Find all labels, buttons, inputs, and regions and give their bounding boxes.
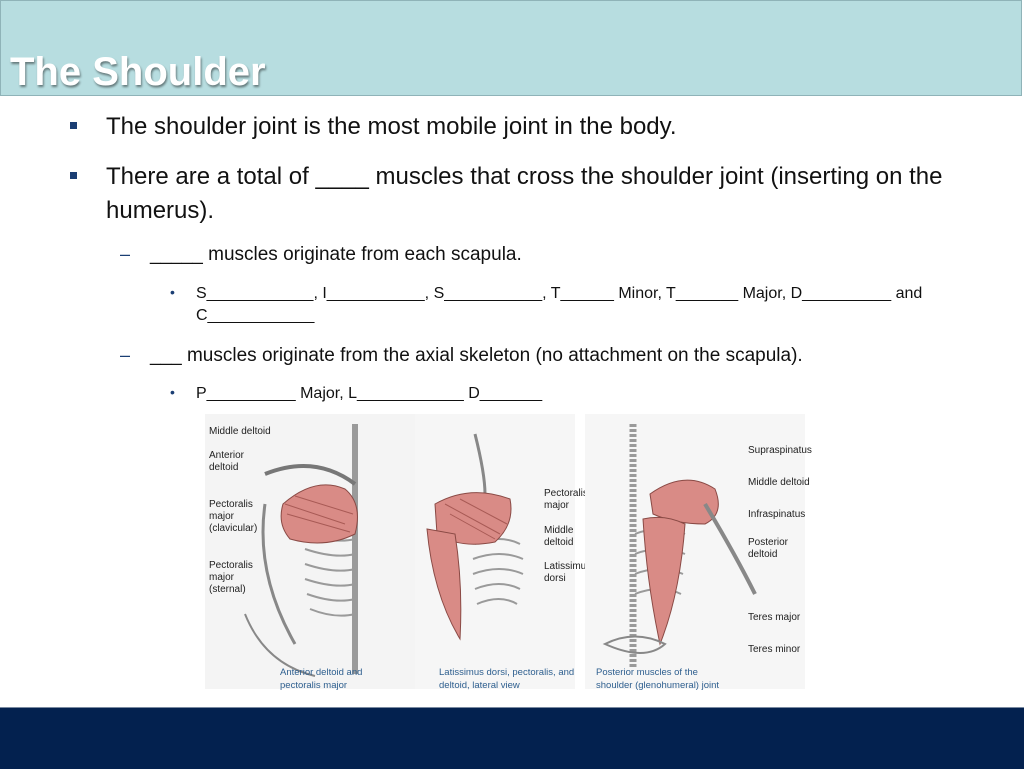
label-teres-minor: Teres minor xyxy=(748,644,801,655)
label-pectoralis-sternal: Pectoralis major (sternal) xyxy=(209,560,253,595)
label-teres-major: Teres major xyxy=(748,612,801,623)
sub-sub-bullet-text: P__________ Major, L____________ D______… xyxy=(196,385,543,402)
posterior-illustration xyxy=(585,414,805,689)
bullet-text: There are a total of ____ muscles that c… xyxy=(106,163,943,224)
figure-anterior xyxy=(205,414,415,689)
label-middle-deltoid-lateral: Middle deltoid xyxy=(544,525,574,548)
sub-sub-bullet-marker: • xyxy=(170,384,175,400)
label-supraspinatus: Supraspinatus xyxy=(748,445,812,456)
anterior-illustration xyxy=(205,414,415,689)
sub-sub-bullet-text: S____________, I___________, S__________… xyxy=(196,285,923,324)
sub-bullet-text: ___ muscles originate from the axial ske… xyxy=(150,345,803,366)
label-pectoralis-major: Pectoralis major xyxy=(544,488,588,511)
lateral-illustration xyxy=(415,414,575,689)
sub-sub-bullet-marker: • xyxy=(170,284,175,300)
label-posterior-deltoid: Posterior deltoid xyxy=(748,537,789,560)
caption-lateral: Latissimus dorsi, pectoralis, and deltoi… xyxy=(439,667,575,691)
label-pectoralis-clavicular: Pectoralis major (clavicular) xyxy=(209,499,258,534)
label-infraspinatus: Infraspinatus xyxy=(748,509,806,520)
caption-anterior: Anterior deltoid and pectoralis major xyxy=(280,667,363,691)
caption-posterior: Posterior muscles of the shoulder (gleno… xyxy=(596,667,720,691)
bullet-marker xyxy=(70,172,77,179)
bullet-text: The shoulder joint is the most mobile jo… xyxy=(106,113,677,140)
label-middle-deltoid: Middle deltoid xyxy=(209,426,271,437)
sub-bullet-marker: – xyxy=(120,345,131,365)
slide-title: The Shoulder xyxy=(10,50,266,94)
sub-bullet-marker: – xyxy=(120,244,131,264)
figure-posterior xyxy=(585,414,805,689)
title-bar xyxy=(0,0,1022,96)
label-latissimus-dorsi: Latissimus dorsi xyxy=(544,561,592,584)
bullet-marker xyxy=(70,122,77,129)
label-anterior-deltoid: Anterior deltoid xyxy=(209,450,245,473)
footer-bar xyxy=(0,707,1024,769)
label-middle-deltoid-posterior: Middle deltoid xyxy=(748,477,810,488)
figure-lateral xyxy=(415,414,575,689)
sub-bullet-text: _____ muscles originate from each scapul… xyxy=(150,244,522,265)
